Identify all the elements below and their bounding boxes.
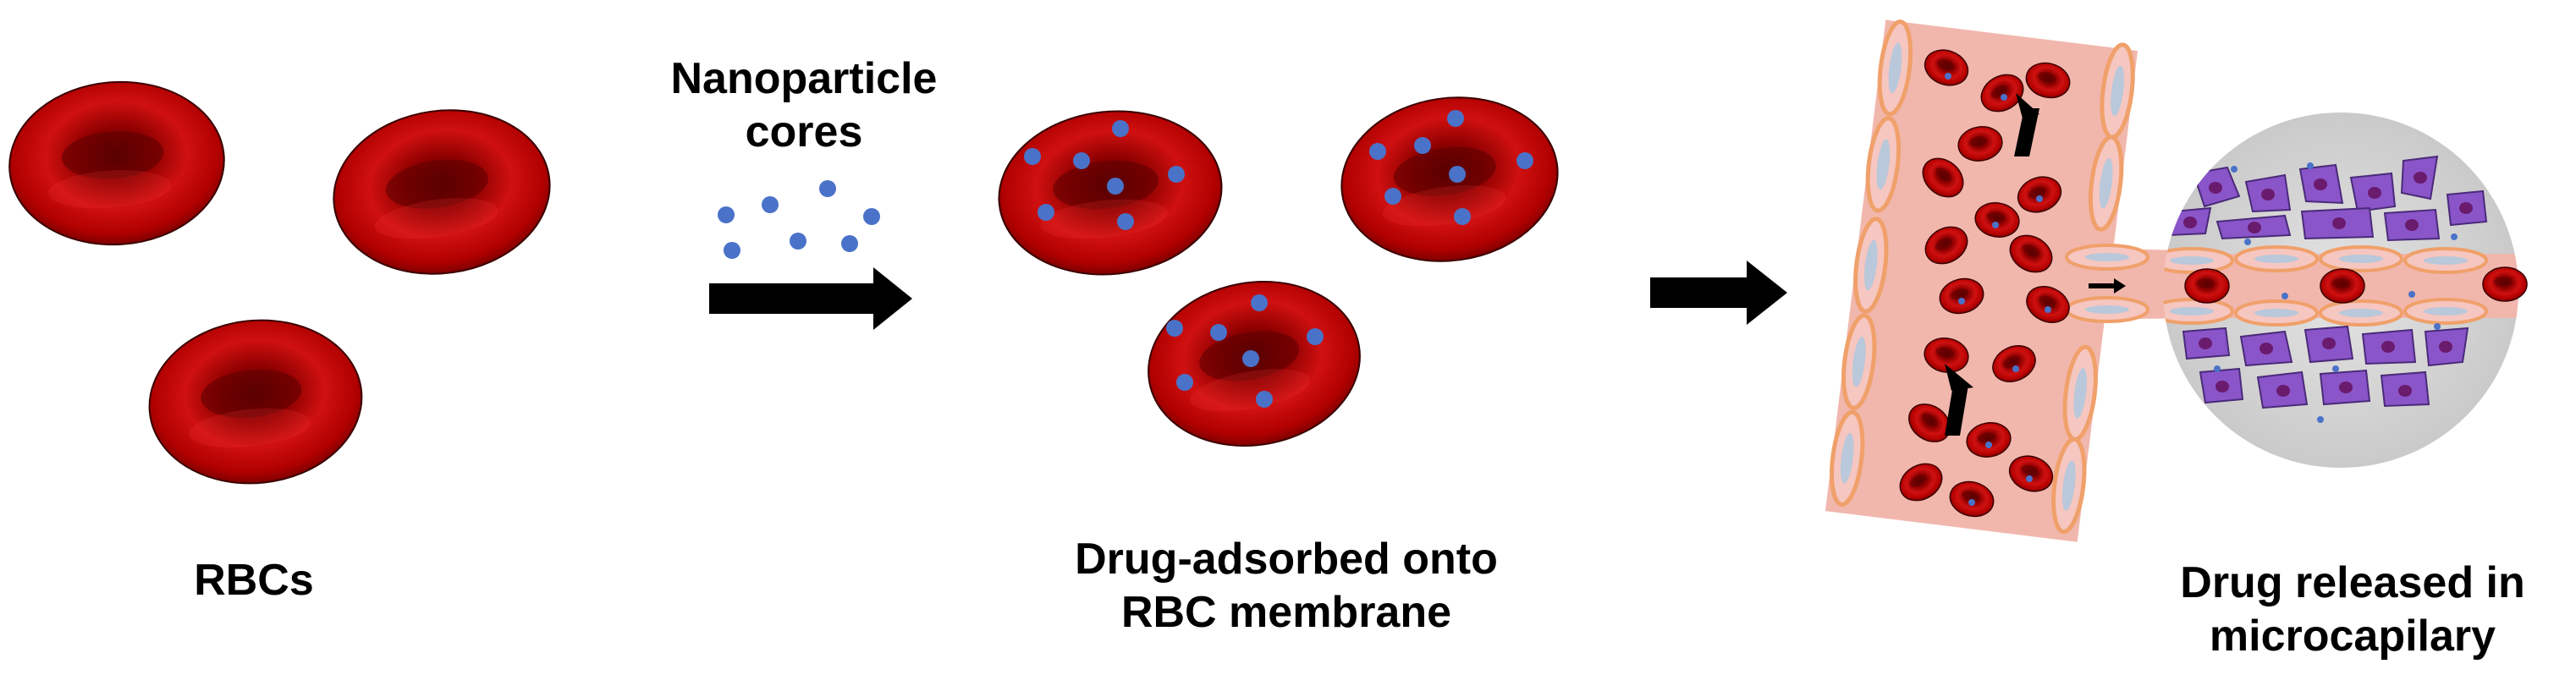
- rbcs-label-text: RBCs: [194, 556, 314, 605]
- nanoparticle-cores-label: Nanoparticle cores: [626, 52, 982, 160]
- drug-released-line1: Drug released in: [2180, 558, 2525, 607]
- nanoparticle-label-line2: cores: [745, 107, 863, 157]
- drug-released-line2: microcapilary: [2209, 612, 2496, 661]
- rbc-icon: [1329, 83, 1570, 276]
- rbc-icon: [1134, 264, 1374, 464]
- nanoparticle-icon: [718, 180, 880, 259]
- rbc-icon: [989, 99, 1231, 287]
- arrow-right-icon: [709, 267, 912, 330]
- rbc-icon: [322, 96, 562, 288]
- drug-adsorbed-line1: Drug-adsorbed onto: [1075, 535, 1498, 584]
- rbc-icon: [140, 309, 372, 495]
- rbcs-label: RBCs: [127, 554, 381, 607]
- drug-adsorbed-label: Drug-adsorbed onto RBC membrane: [982, 533, 1591, 640]
- nanoparticle-label-line1: Nanoparticle: [670, 54, 938, 103]
- arrow-right-icon: [1650, 261, 1787, 325]
- drug-adsorbed-line2: RBC membrane: [1120, 588, 1452, 638]
- drug-released-label: Drug released in microcapilary: [2133, 557, 2573, 664]
- rbc-icon: [3, 74, 231, 253]
- tissue-cell-icon: [2163, 113, 2528, 468]
